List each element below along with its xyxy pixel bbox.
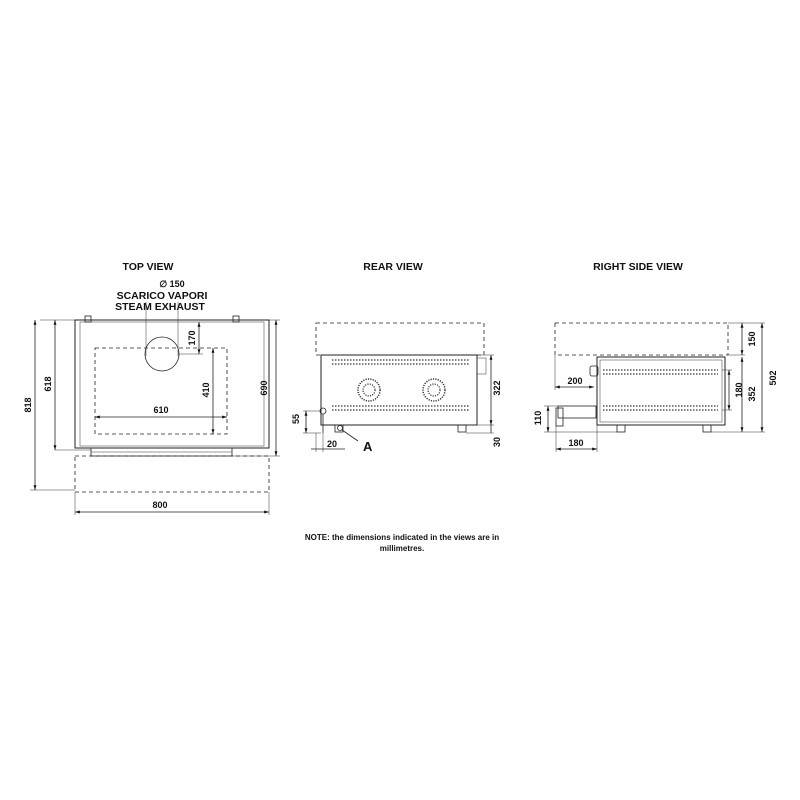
dim-text-180-vertical: 180: [734, 382, 744, 397]
dim-text-322: 322: [492, 380, 502, 395]
note-line-2: millimetres.: [380, 544, 424, 553]
exhaust-label-italian: SCARICO VAPORI: [117, 290, 208, 302]
side-inlet-connector: [555, 407, 564, 427]
rear-fan-right: [422, 378, 446, 402]
rear-body-outline: [320, 354, 478, 426]
rear-foot-right: [457, 424, 467, 433]
rear-side-vent: [476, 357, 487, 375]
dim-text-410: 410: [201, 382, 211, 397]
dim-text-618: 618: [43, 376, 53, 391]
marker-a-point: [337, 425, 343, 431]
dim-text-30: 30: [492, 437, 502, 447]
top-outline-dashed: [74, 455, 270, 493]
side-body-inner: [599, 359, 723, 423]
rear-fan-right-inner: [427, 383, 441, 397]
marker-a-leader: [341, 429, 359, 442]
top-knob-left: [84, 315, 92, 323]
dim-text-170: 170: [187, 330, 197, 345]
rear-view: REAR VIEW A 322 30: [291, 261, 502, 454]
dim-text-200: 200: [567, 376, 582, 386]
top-view: TOP VIEW ∅ 150 SCARICO VAPORI STEAM EXHA…: [23, 261, 280, 515]
dim-text-20: 20: [327, 439, 337, 449]
dim-text-110: 110: [533, 411, 543, 426]
side-foot-left: [616, 424, 626, 433]
rear-view-title: REAR VIEW: [363, 261, 423, 273]
side-view-title: RIGHT SIDE VIEW: [593, 261, 683, 273]
dim-text-800: 800: [152, 500, 167, 510]
top-inner-cavity: [94, 347, 228, 435]
exhaust-diameter-label: ∅ 150: [159, 279, 184, 289]
marker-a-label: A: [363, 439, 373, 454]
side-inlet-pipe: [557, 405, 597, 419]
rear-foot-left: [334, 424, 344, 433]
top-view-title: TOP VIEW: [123, 261, 174, 273]
rear-hood-dashed: [315, 322, 485, 356]
side-exhaust-stub: [589, 365, 599, 377]
dim-text-180-horizontal: 180: [568, 438, 583, 448]
side-body-outline: [596, 356, 726, 426]
dim-text-150: 150: [747, 331, 757, 346]
side-foot-right: [702, 424, 712, 433]
dim-text-610: 610: [153, 405, 168, 415]
dim-text-352: 352: [747, 386, 757, 401]
dim-text-690: 690: [259, 380, 269, 395]
side-view: RIGHT SIDE VIEW 150 352 502: [533, 261, 778, 452]
top-body-outline: [74, 319, 270, 449]
rear-fan-left: [357, 378, 381, 402]
dim-text-818: 818: [23, 397, 33, 412]
exhaust-label-english: STEAM EXHAUST: [115, 301, 205, 313]
side-hood-dashed: [554, 322, 729, 356]
dim-text-55: 55: [291, 414, 301, 424]
rear-fan-left-inner: [362, 383, 376, 397]
note-line-1: NOTE: the dimensions indicated in the vi…: [305, 533, 499, 542]
top-body-inner-edge: [79, 321, 265, 447]
dim-text-502: 502: [768, 370, 778, 385]
top-knob-right: [232, 315, 240, 323]
